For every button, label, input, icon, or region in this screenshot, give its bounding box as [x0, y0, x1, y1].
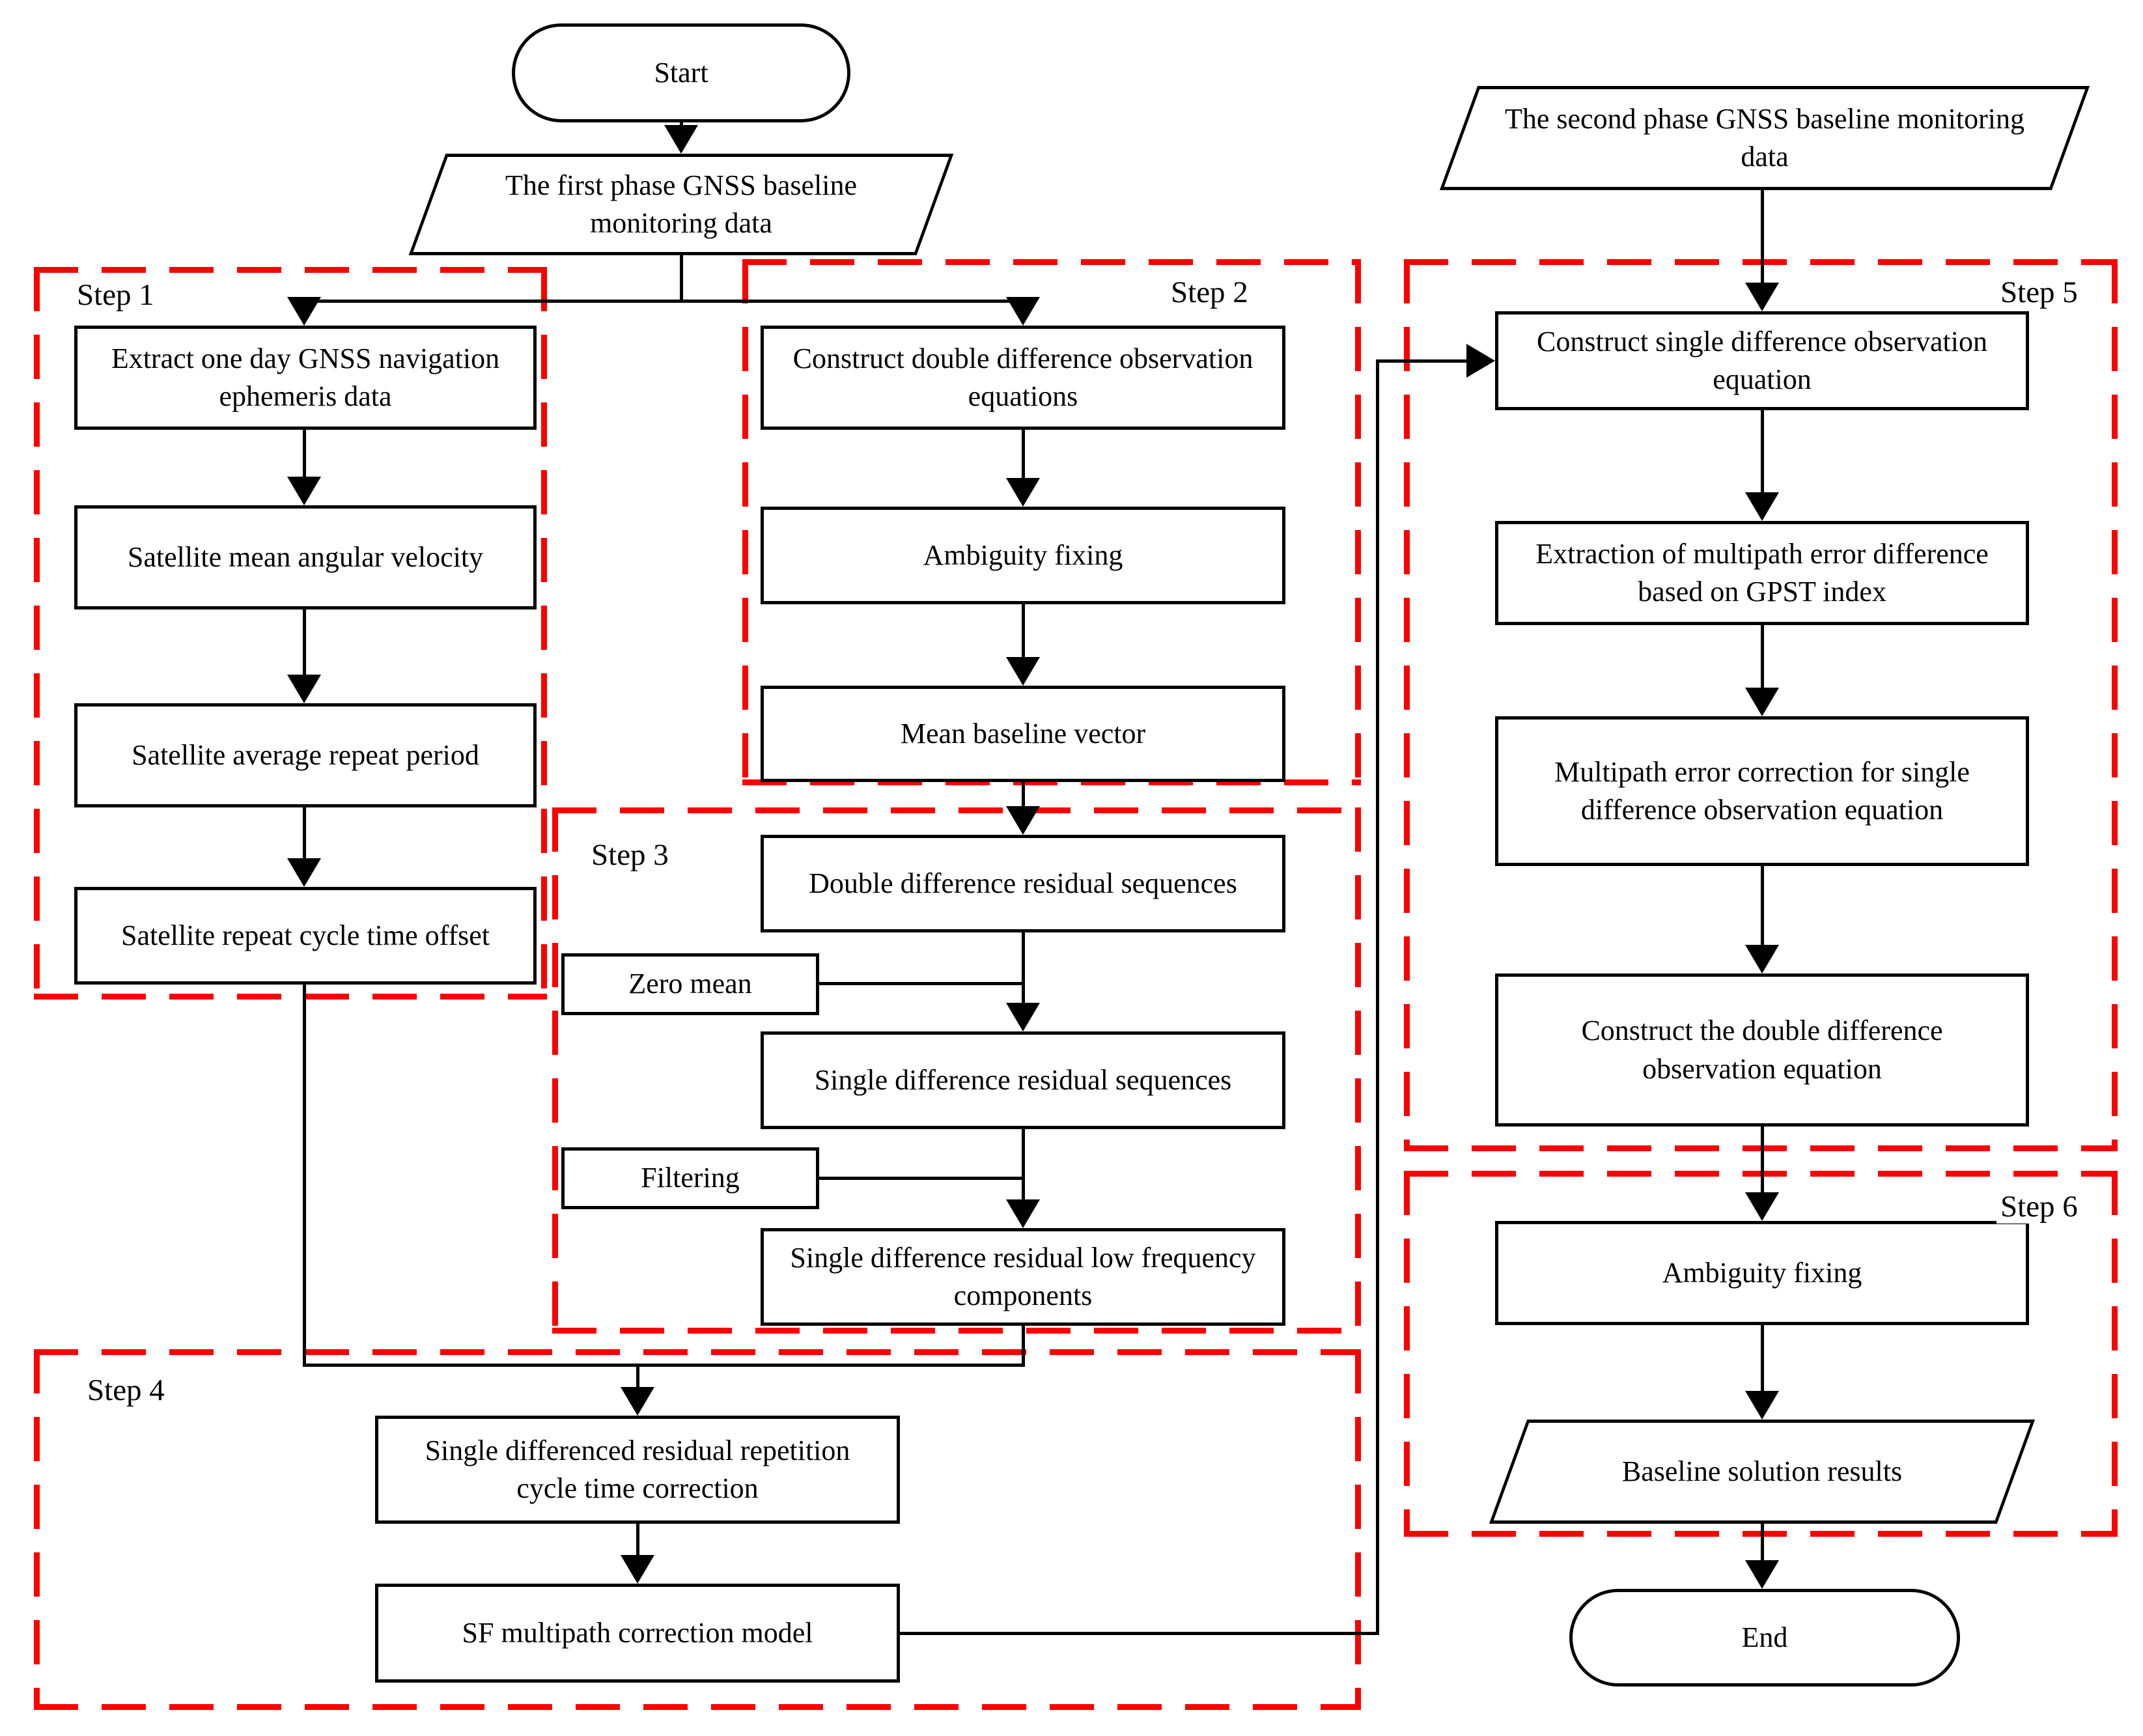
step5-label: Step 5	[1996, 276, 2082, 309]
edge-extract-to-velocity	[303, 430, 306, 486]
arrowhead-extract-multipath-gpst	[1745, 492, 1779, 521]
edge-repetition-to-sfmodel	[636, 1524, 639, 1564]
node-ambiguity-fixing-1: Ambiguity fixing	[761, 507, 1285, 604]
edge-step4-join-horizontal	[303, 1364, 1025, 1367]
node-sd-low-freq-components: Single difference residual low frequency…	[761, 1228, 1285, 1326]
arrowhead-extract-ephemeris	[287, 297, 321, 326]
arrowhead-first-phase	[664, 125, 698, 154]
edge-second-phase-drop	[1761, 190, 1764, 292]
arrowhead-construct-sd-equation-left	[1466, 344, 1495, 378]
edge-ambiguity2-to-results	[1761, 1325, 1764, 1400]
arrowhead-baseline-solution-results	[1745, 1391, 1779, 1420]
node-mean-baseline-vector: Mean baseline vector	[761, 686, 1285, 782]
edge-period-to-offset	[303, 807, 306, 867]
node-ambiguity-fixing-2: Ambiguity fixing	[1495, 1221, 2029, 1325]
node-first-phase-data-label: The first phase GNSS baseline monitoring…	[505, 169, 858, 239]
node-sd-residual-sequences: Single difference residual sequences	[761, 1031, 1285, 1129]
arrowhead-sd-residual-sequences	[1006, 1003, 1040, 1031]
arrowhead-mean-baseline-vector	[1006, 657, 1040, 686]
node-dd-residual-sequences: Double difference residual sequences	[761, 835, 1285, 932]
node-second-phase-data-label: The second phase GNSS baseline monitorin…	[1505, 102, 2024, 173]
arrowhead-ambiguity-fixing-2	[1745, 1192, 1779, 1221]
node-baseline-solution-results: Baseline solution results	[1489, 1420, 2036, 1524]
node-start: Start	[512, 23, 850, 122]
step2-label: Step 2	[1167, 276, 1252, 309]
node-second-phase-data: The second phase GNSS baseline monitorin…	[1439, 86, 2090, 190]
edge-correction-to-constructdd2	[1761, 866, 1764, 954]
step3-label: Step 3	[587, 839, 673, 872]
arrowhead-construct-dd-equations	[1006, 297, 1040, 326]
node-extract-multipath-gpst: Extraction of multipath error difference…	[1495, 521, 2029, 625]
edge-sfmodel-out-horizontal	[900, 1632, 1379, 1635]
edge-sdresidual-to-lowfreq	[1022, 1103, 1025, 1201]
edge-baseline-to-ddresidual	[1022, 782, 1025, 815]
edge-offset-long-drop	[303, 985, 306, 1367]
edge-zero-mean-join	[819, 982, 1023, 985]
step1-label: Step 1	[73, 279, 158, 312]
arrowhead-end	[1745, 1560, 1779, 1589]
edge-lowfreq-drop	[1022, 1326, 1025, 1367]
node-end: End	[1569, 1589, 1960, 1687]
node-zero-mean: Zero mean	[561, 953, 819, 1015]
step4-label: Step 4	[83, 1374, 169, 1407]
node-sf-multipath-model: SF multipath correction model	[375, 1584, 900, 1683]
arrowhead-dd-residual-sequences	[1006, 806, 1040, 835]
edge-constructdd-to-ambiguity1	[1022, 430, 1025, 487]
arrowhead-multipath-correction	[1745, 688, 1779, 716]
step6-label: Step 6	[1996, 1190, 2082, 1224]
edge-split-horizontal	[303, 300, 1026, 303]
node-mean-angular-velocity: Satellite mean angular velocity	[74, 505, 537, 609]
arrowhead-mean-angular-velocity	[287, 477, 321, 505]
arrowhead-average-repeat-period	[287, 675, 321, 703]
arrowhead-repeat-cycle-offset	[287, 858, 321, 887]
edge-first-phase-stem	[680, 255, 683, 303]
arrowhead-construct-dd-equation-2	[1745, 945, 1779, 973]
node-baseline-solution-results-label: Baseline solution results	[1621, 1455, 1903, 1487]
node-sd-repetition-correction: Single differenced residual repetition c…	[375, 1416, 900, 1524]
edge-filtering-join	[819, 1177, 1023, 1180]
arrowhead-construct-sd-equation	[1745, 283, 1779, 311]
node-construct-sd-equation: Construct single difference observation …	[1495, 311, 2029, 410]
edge-sfmodel-riser	[1376, 359, 1379, 1635]
arrowhead-sd-low-freq	[1006, 1199, 1040, 1228]
node-first-phase-data: The first phase GNSS baseline monitoring…	[408, 154, 954, 255]
node-filtering: Filtering	[561, 1147, 819, 1209]
arrowhead-sd-repetition-correction	[621, 1387, 654, 1416]
node-multipath-correction-sd: Multipath error correction for single di…	[1495, 716, 2029, 866]
arrowhead-sf-multipath-model	[621, 1555, 654, 1584]
edge-riser-to-constructsd	[1376, 359, 1470, 363]
edge-constructsd-to-extraction	[1761, 410, 1764, 501]
node-construct-dd-equations: Construct double difference observation …	[761, 326, 1285, 430]
edge-velocity-to-period	[303, 609, 306, 684]
node-construct-dd-equation-2: Construct the double difference observat…	[1495, 973, 2029, 1127]
node-average-repeat-period: Satellite average repeat period	[74, 703, 537, 807]
edge-ambiguity1-to-baseline	[1022, 604, 1025, 666]
edge-ddresidual-to-sdresidual	[1022, 906, 1025, 1004]
node-repeat-cycle-offset: Satellite repeat cycle time offset	[74, 887, 537, 985]
node-extract-ephemeris: Extract one day GNSS navigation ephemeri…	[74, 326, 537, 430]
edge-extraction-to-correction	[1761, 625, 1764, 697]
edge-join-to-repetition	[636, 1364, 639, 1393]
edge-constructdd2-to-ambiguity2	[1761, 1127, 1764, 1201]
edge-results-to-end	[1761, 1524, 1764, 1569]
arrowhead-ambiguity-fixing-1	[1006, 478, 1040, 507]
